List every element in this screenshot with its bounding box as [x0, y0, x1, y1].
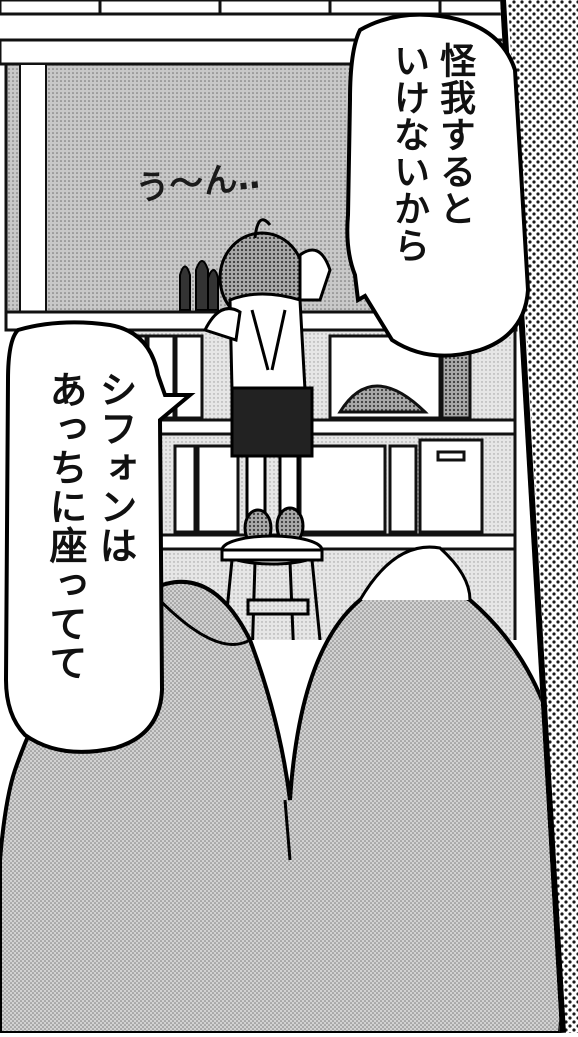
- speech-bubble-left: [3, 320, 196, 754]
- wall-pillar: [19, 63, 47, 315]
- speech-text-top-right: 怪我すると いけないから: [388, 42, 475, 264]
- speech-text-left: シフォンは あっちに座ってて: [43, 370, 137, 682]
- speech-bubble-top-right: [345, 12, 531, 358]
- bottles: [179, 260, 219, 311]
